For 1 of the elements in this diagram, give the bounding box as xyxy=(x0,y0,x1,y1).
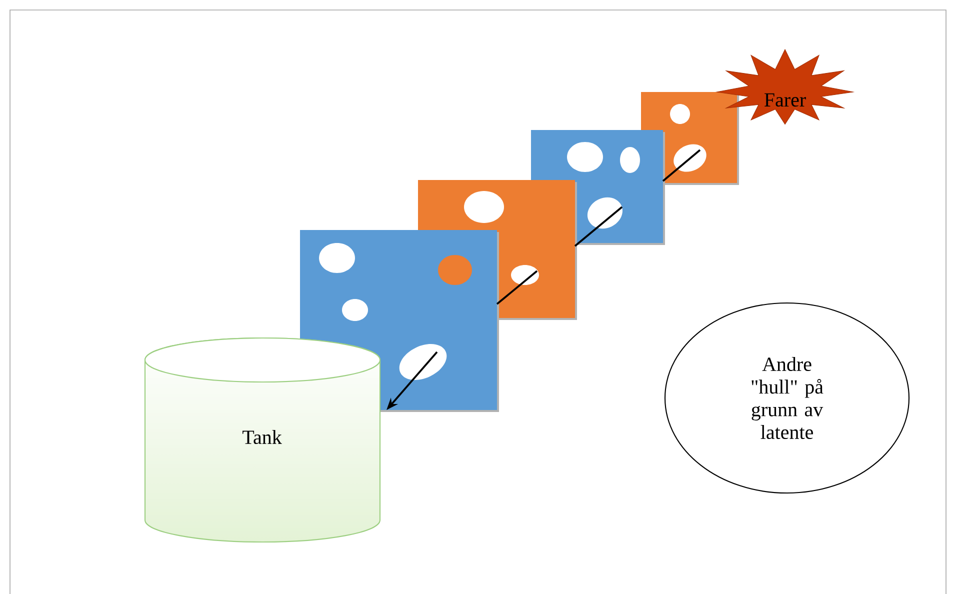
tank-cylinder: Tank xyxy=(144,337,381,543)
